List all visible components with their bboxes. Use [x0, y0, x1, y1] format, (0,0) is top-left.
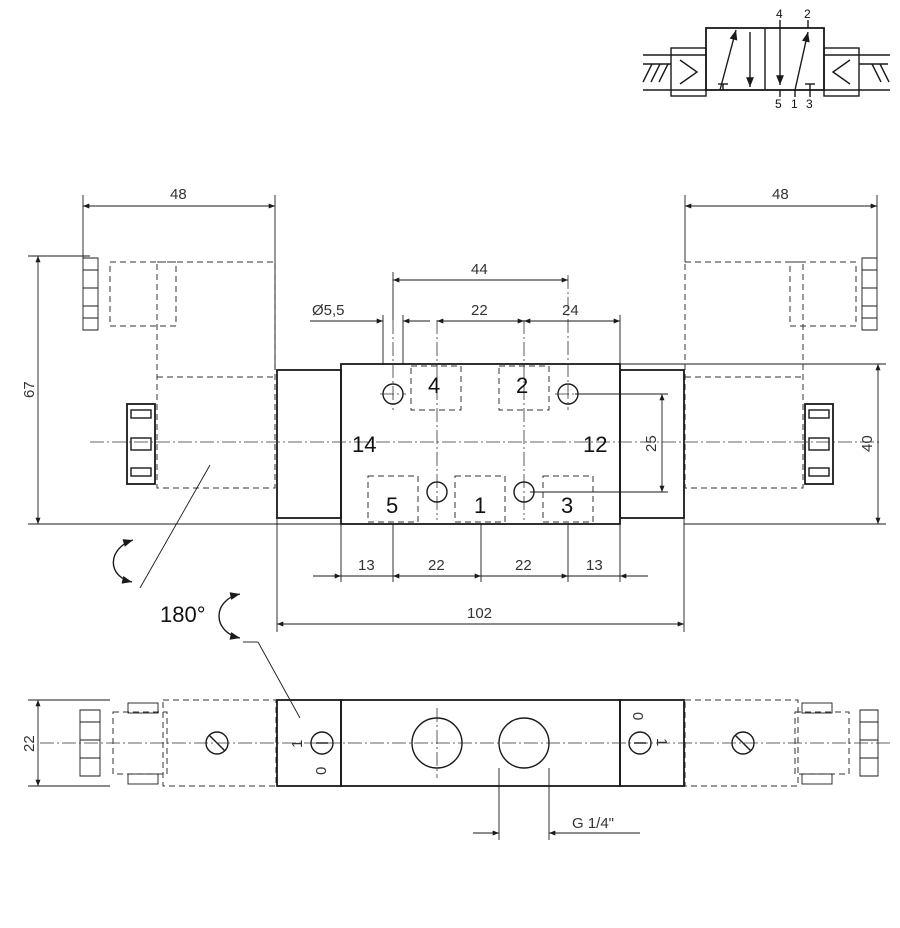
port-circle-right [498, 717, 550, 769]
dim-bottom-22-left: 22 [428, 557, 445, 574]
dim-side-height: 22 [21, 735, 38, 752]
dim-22-top: 22 [471, 302, 488, 319]
thread-label: G 1/4" [572, 815, 614, 832]
override-left-0: 0 [313, 767, 330, 775]
left-solenoid [82, 257, 276, 489]
symbol-port-1: 1 [791, 97, 798, 111]
pilot-12-label: 12 [583, 432, 607, 457]
left-endcap [276, 369, 342, 519]
dim-coil-left: 48 [170, 186, 187, 203]
dim-hole: Ø5,5 [312, 302, 345, 319]
dim-25: 25 [643, 435, 660, 452]
port-5-pad [367, 475, 419, 523]
side-view: 1 0 0 1 22 G 1/4" [21, 699, 890, 840]
pilot-14-label: 14 [352, 432, 376, 457]
override-left-1: 1 [289, 740, 306, 748]
symbol-port-5: 5 [775, 97, 782, 111]
rotation-label: 180° [160, 602, 206, 627]
port-2-label: 2 [516, 373, 528, 398]
valve-symbol: 4 2 5 1 3 [642, 7, 890, 111]
symbol-port-4: 4 [776, 7, 783, 21]
dim-bottom-22-right: 22 [515, 557, 532, 574]
manual-override-right-icon[interactable] [628, 731, 652, 755]
valve-body [340, 363, 621, 525]
port-5-label: 5 [386, 493, 398, 518]
port-1-pad [454, 475, 506, 523]
symbol-port-3: 3 [806, 97, 813, 111]
port-3-label: 3 [561, 493, 573, 518]
dim-24: 24 [562, 302, 579, 319]
dim-overall-height: 67 [21, 381, 38, 398]
symbol-port-2: 2 [804, 7, 811, 21]
dim-coil-right: 48 [772, 186, 789, 203]
dim-44: 44 [471, 261, 488, 278]
dim-bottom-13-left: 13 [358, 557, 375, 574]
right-solenoid [684, 257, 878, 489]
dim-bottom-13-right: 13 [586, 557, 603, 574]
rotate-arrow-left-icon [112, 539, 134, 584]
port-4-label: 4 [428, 373, 440, 398]
dim-overall-length: 102 [467, 605, 492, 622]
port-1-label: 1 [474, 493, 486, 518]
port-3-pad [542, 475, 594, 523]
override-right-0: 0 [629, 712, 646, 720]
rotate-arrow-180-icon [218, 592, 241, 640]
top-view: 4 2 5 1 3 14 12 48 48 67 40 25 44 [21, 186, 886, 719]
dim-body-height: 40 [859, 435, 876, 452]
port-4-pad [410, 365, 462, 411]
manual-override-left-icon[interactable] [310, 731, 334, 755]
override-right-1: 1 [653, 738, 670, 746]
